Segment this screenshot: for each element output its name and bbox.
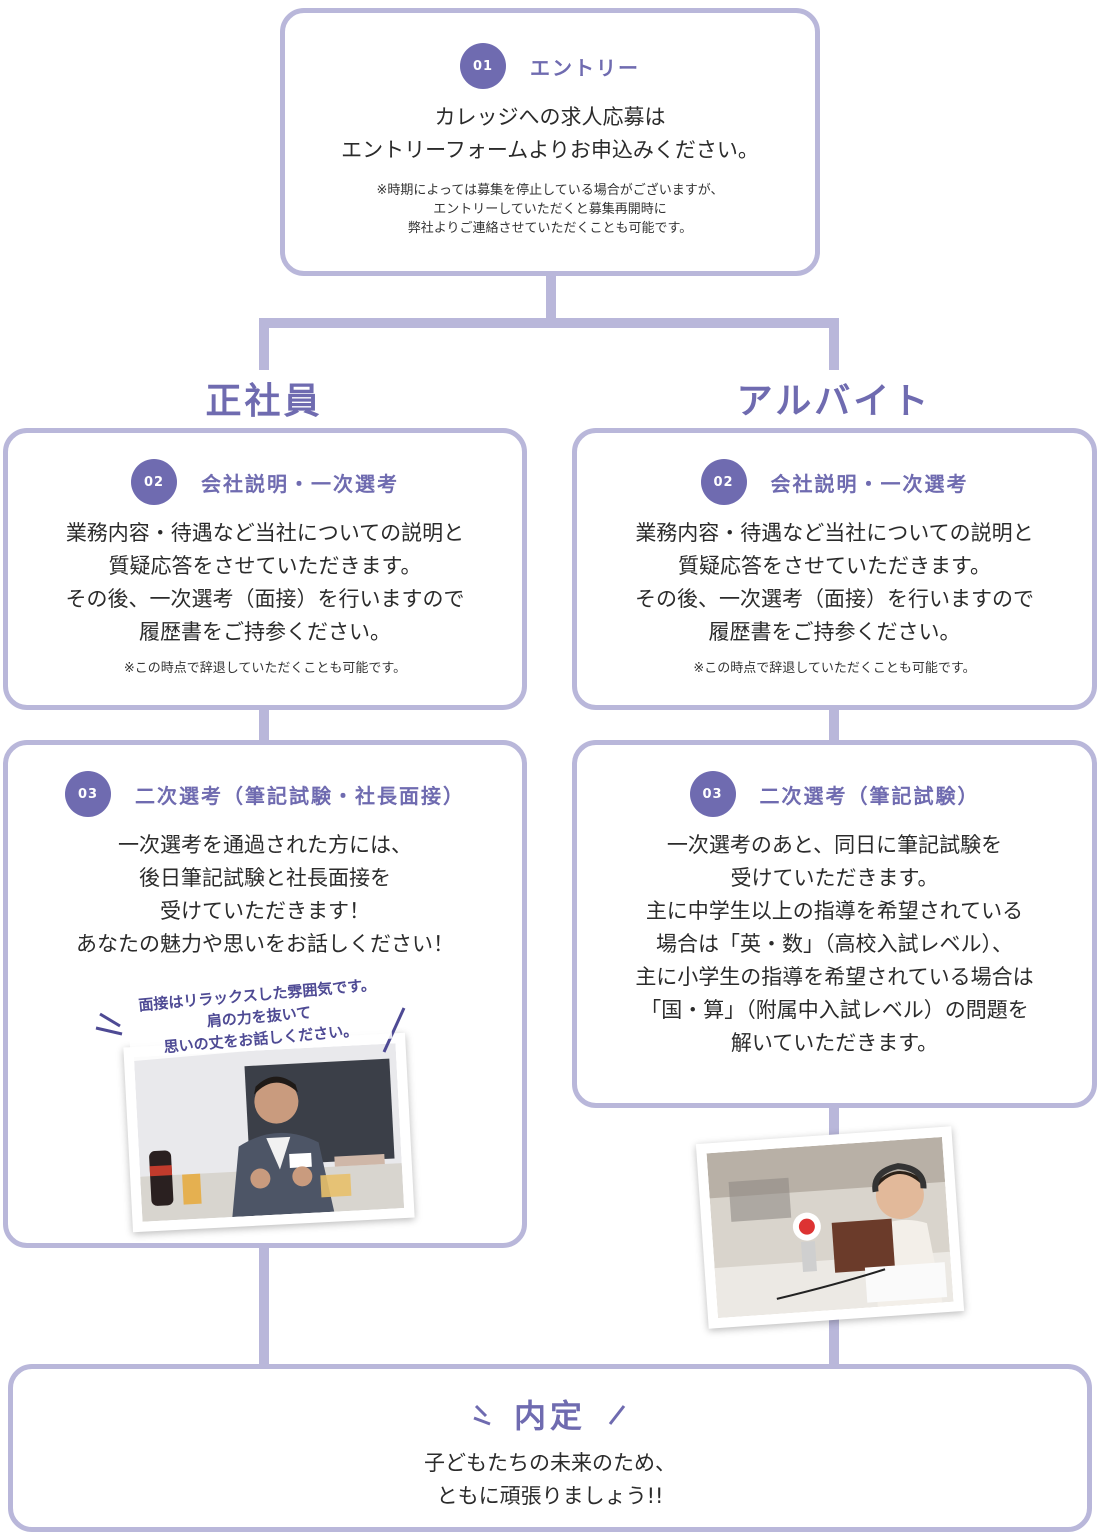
note-line: エントリーしていただくと募集再開時に	[433, 202, 667, 217]
interview-photo-image	[133, 1043, 405, 1222]
fulltime-step2-title: 会社説明・一次選考	[201, 471, 399, 496]
text-line: 一次選考のあと、同日に筆記試験を	[666, 833, 1003, 857]
exam-photo-image	[706, 1136, 954, 1319]
offer-accent-right-icon	[608, 1405, 626, 1425]
offer-accent-left-icon	[473, 1404, 491, 1426]
entry-step-text: カレッジへの求人応募は エントリーフォームよりお申込みください。	[285, 101, 815, 167]
step-number-badge: 02	[131, 459, 177, 505]
entry-step-header: 01 エントリー	[285, 43, 815, 89]
caption-accent-lines	[95, 1007, 406, 1053]
offer-header: 内定	[13, 1391, 1087, 1437]
text-line: 質疑応答をさせていただきます。	[108, 554, 422, 578]
entry-step-box: 01 エントリー カレッジへの求人応募は エントリーフォームよりお申込みください…	[280, 8, 820, 276]
text-line: 場合は「英・数」（高校入試レベル）、	[656, 932, 1013, 956]
fulltime-step3-header: 03 二次選考（筆記試験・社長面接）	[8, 771, 522, 817]
interview-photo	[123, 1032, 415, 1233]
connector-parttime-02-03	[829, 706, 839, 746]
fulltime-step2-text: 業務内容・待遇など当社についての説明と 質疑応答をさせていただきます。 その後、…	[8, 517, 522, 649]
interview-scene-illustration	[133, 1043, 405, 1222]
text-line: 業務内容・待遇など当社についての説明と	[635, 521, 1034, 545]
fulltime-step2-note: ※この時点で辞退していただくことも可能です。	[123, 661, 407, 676]
connector-entry-down	[546, 272, 556, 324]
text-line: その後、一次選考（面接）を行いますので	[635, 587, 1034, 611]
parttime-step3-box: 03 二次選考（筆記試験） 一次選考のあと、同日に筆記試験を 受けていただきます…	[572, 740, 1097, 1108]
connector-fulltime-drop	[259, 318, 269, 370]
text-line: 後日筆記試験と社長面接を	[139, 866, 391, 890]
text-line: 主に小学生の指導を希望されている場合は	[635, 965, 1034, 989]
parttime-step2-box: 02 会社説明・一次選考 業務内容・待遇など当社についての説明と 質疑応答をさせ…	[572, 428, 1097, 710]
text-line: 解いていただきます。	[730, 1031, 939, 1055]
fulltime-step3-text: 一次選考を通過された方には、 後日筆記試験と社長面接を 受けていただきます！ あ…	[8, 829, 522, 961]
text-line: 子どもたちの未来のため、	[424, 1451, 676, 1475]
connector-fulltime-to-offer	[259, 1244, 269, 1370]
text-line: 業務内容・待遇など当社についての説明と	[65, 521, 465, 545]
fulltime-step2-box: 02 会社説明・一次選考 業務内容・待遇など当社についての説明と 質疑応答をさせ…	[3, 428, 527, 710]
connector-fulltime-02-03	[259, 706, 269, 746]
fulltime-track-title: 正社員	[205, 381, 323, 422]
text-line: 質疑応答をさせていただきます。	[678, 554, 991, 578]
connector-parttime-drop	[829, 318, 839, 370]
entry-step-note: ※時期によっては募集を停止している場合がございますが、 エントリーしていただくと…	[285, 181, 815, 238]
text-line: あなたの魅力や思いをお話しください！	[76, 932, 454, 956]
fulltime-step3-title: 二次選考（筆記試験・社長面接）	[135, 783, 465, 808]
offer-text: 子どもたちの未来のため、 ともに頑張りましょう!!	[13, 1447, 1087, 1513]
parttime-step3-title: 二次選考（筆記試験）	[759, 783, 980, 808]
step-number-badge: 01	[460, 43, 506, 89]
text-line: 受けていただきます！	[160, 899, 370, 923]
offer-box: 内定 子どもたちの未来のため、 ともに頑張りましょう!!	[8, 1364, 1092, 1532]
text-line: 履歴書をご持参ください。	[708, 620, 961, 644]
step-number-badge: 02	[700, 459, 747, 505]
text-line: カレッジへの求人応募は	[434, 105, 666, 129]
text-line: 履歴書をご持参ください。	[139, 620, 391, 644]
entry-step-title: エントリー	[530, 55, 640, 80]
text-line: 受けていただきます。	[730, 866, 939, 890]
text-line: その後、一次選考（面接）を行いますので	[65, 587, 465, 611]
exam-scene-illustration	[706, 1136, 954, 1319]
connector-split-horizontal	[259, 318, 839, 328]
text-line: 主に中学生以上の指導を希望されている	[645, 899, 1024, 923]
step-number-badge: 03	[65, 771, 111, 817]
text-line: エントリーフォームよりお申込みください。	[341, 138, 759, 162]
step-number-badge: 03	[689, 771, 736, 817]
note-line: 弊社よりご連絡させていただくことも可能です。	[407, 221, 693, 236]
parttime-step2-title: 会社説明・一次選考	[770, 471, 969, 496]
text-line: ともに頑張りましょう!!	[436, 1484, 664, 1508]
parttime-step2-text: 業務内容・待遇など当社についての説明と 質疑応答をさせていただきます。 その後、…	[577, 517, 1092, 649]
parttime-step3-text: 一次選考のあと、同日に筆記試験を 受けていただきます。 主に中学生以上の指導を希…	[577, 829, 1092, 1060]
exam-photo	[695, 1126, 965, 1329]
fulltime-step2-header: 02 会社説明・一次選考	[8, 459, 522, 505]
offer-title: 内定	[513, 1397, 586, 1435]
parttime-step2-header: 02 会社説明・一次選考	[577, 459, 1092, 505]
text-line: 「国・算」（附属中入試レベル）の問題を	[640, 998, 1029, 1022]
parttime-step2-note: ※この時点で辞退していただくことも可能です。	[693, 661, 976, 676]
text-line: 一次選考を通過された方には、	[118, 833, 412, 857]
parttime-track-title: アルバイト	[736, 381, 932, 422]
note-line: ※時期によっては募集を停止している場合がございますが、	[376, 183, 724, 198]
parttime-step3-header: 03 二次選考（筆記試験）	[577, 771, 1092, 817]
